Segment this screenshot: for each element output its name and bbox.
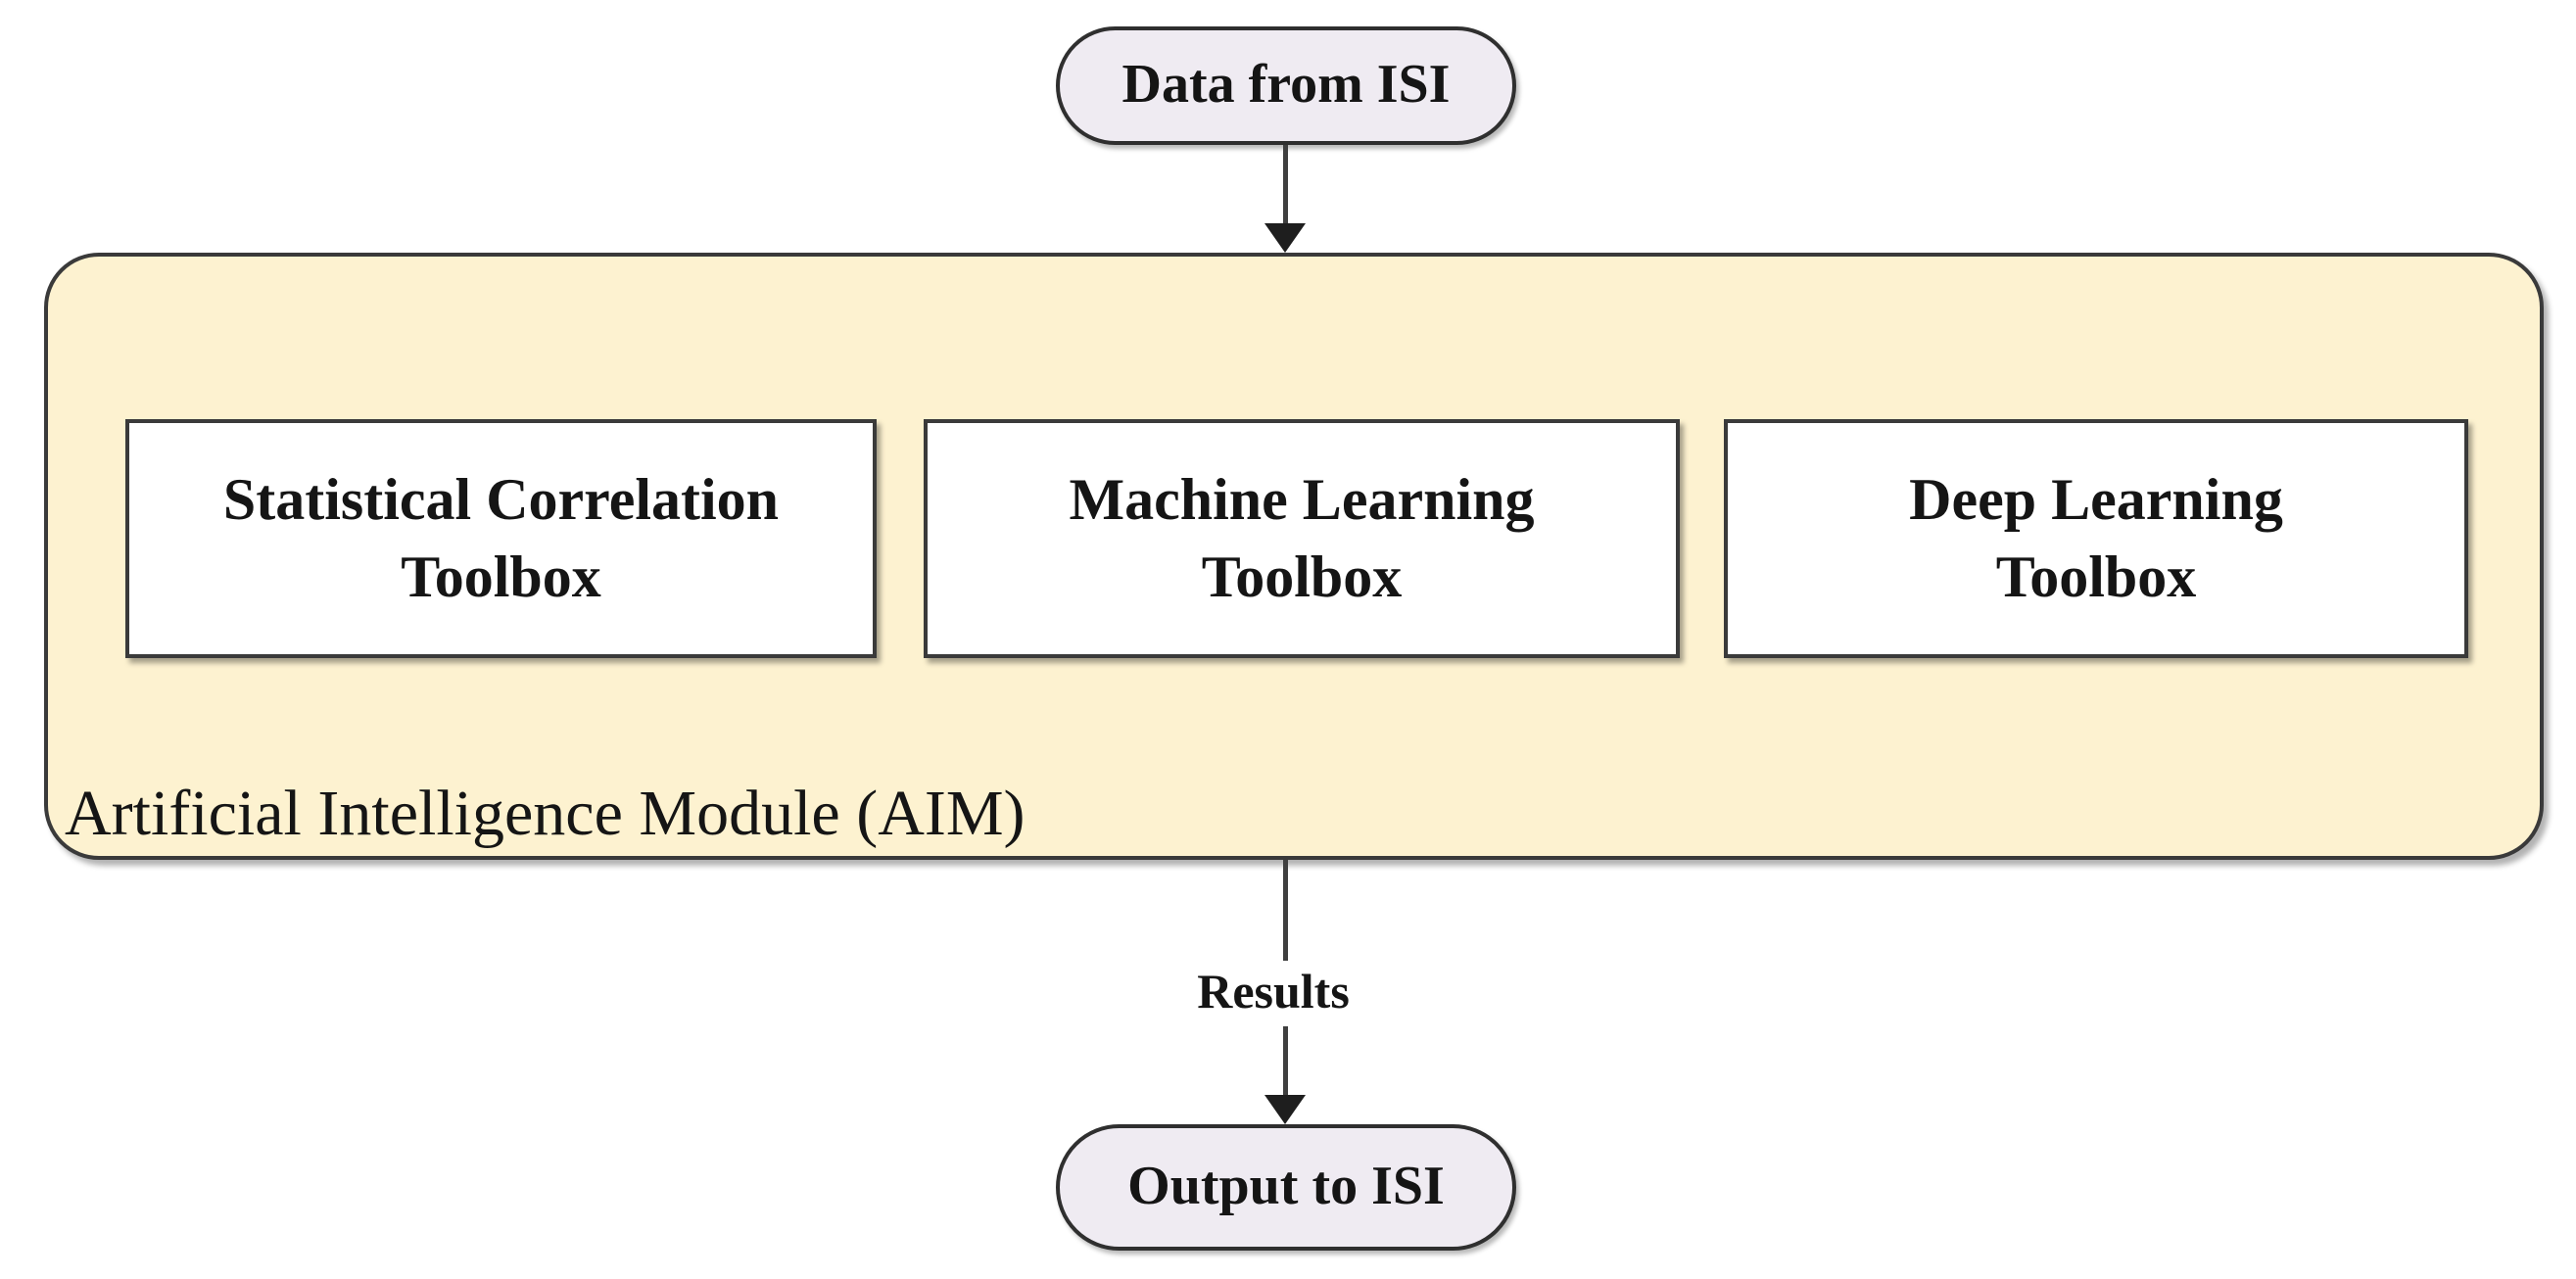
arrowhead-down-icon [1264,1095,1306,1124]
arrowhead-down-icon [1264,223,1306,253]
toolbox-label-line: Toolbox [401,545,601,609]
flow-line-aim-to-results [1283,860,1288,961]
toolbox-label-line: Machine Learning [1069,466,1535,532]
end-node-label: Output to ISI [1127,1155,1445,1216]
toolbox-label-line: Deep Learning [1909,466,2283,532]
toolbox-deep-learning: Deep Learning Toolbox [1724,419,2468,658]
results-edge-label: Results [1197,964,1350,1018]
toolbox-statistical-correlation: Statistical Correlation Toolbox [125,419,877,658]
flow-line-results-to-output [1283,1026,1288,1097]
toolbox-label-line: Toolbox [1201,545,1403,609]
flow-line-start-to-aim [1283,145,1288,225]
start-node-label: Data from ISI [1121,53,1451,115]
toolbox-machine-learning: Machine Learning Toolbox [924,419,1680,658]
aim-module-label: Artificial Intelligence Module (AIM) [65,778,1026,850]
aim-module-container: Statistical Correlation Toolbox Machine … [44,253,2544,860]
toolbox-label-line: Toolbox [1995,545,2197,609]
start-terminator-node: Data from ISI [1056,26,1516,145]
end-terminator-node: Output to ISI [1056,1124,1516,1251]
toolbox-label-line: Statistical Correlation [222,466,780,532]
